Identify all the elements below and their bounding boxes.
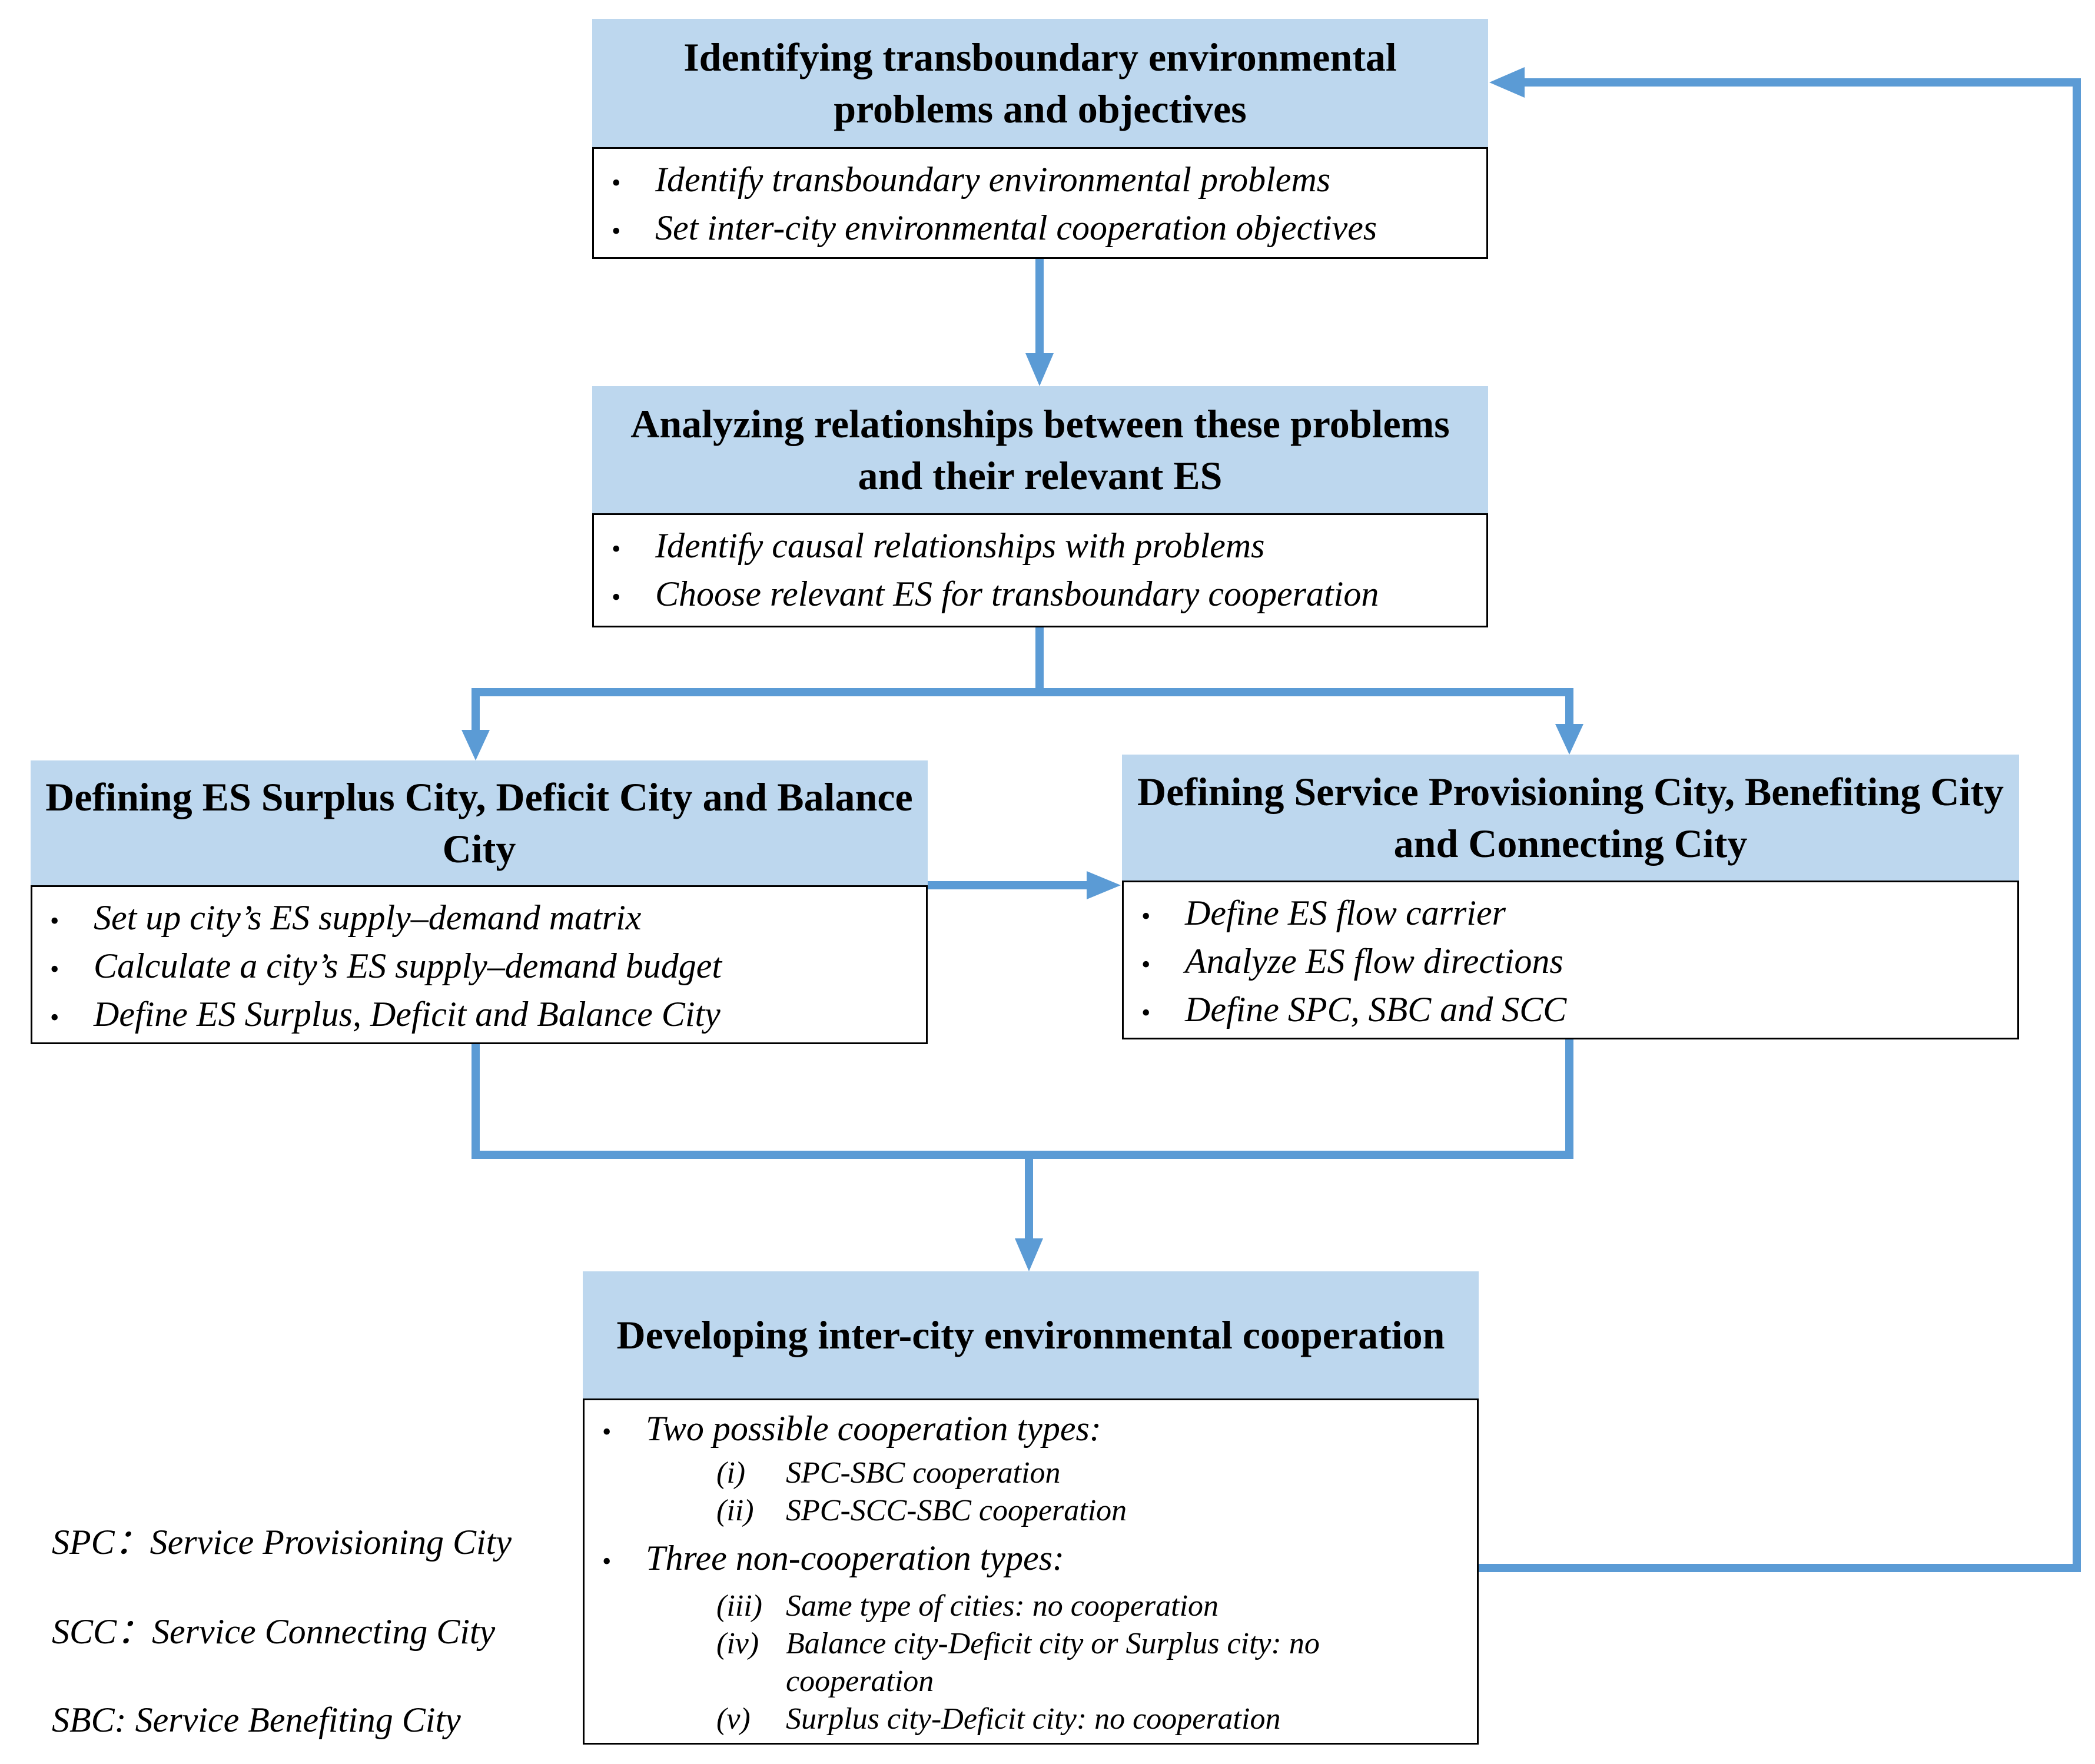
bullet-icon: •: [602, 1547, 612, 1576]
bullet-icon: •: [612, 168, 621, 197]
legend-sbc: SBC: Service Benefiting City: [52, 1700, 461, 1739]
surplus-box-body: • Set up city’s ES supply–demand matrix •…: [31, 885, 928, 1044]
list-item: • Define ES flow carrier: [1141, 891, 2006, 939]
list-item: • Define ES Surplus, Deficit and Balance …: [50, 992, 914, 1040]
sub-list-item: (v) Surplus city-Deficit city: no coopera…: [602, 1700, 1465, 1738]
list-item: • Three non-cooperation types:: [602, 1536, 1465, 1584]
provisioning-item-2: Analyze ES flow directions: [1185, 942, 1563, 981]
sub-item-number: (v): [716, 1702, 751, 1736]
analyze-item-2: Choose relevant ES for transboundary coo…: [655, 574, 1379, 613]
surplus-box-title: Defining ES Surplus City, Deficit City a…: [31, 760, 928, 885]
sub-item-number: (iii): [716, 1589, 762, 1623]
arrowhead-analyze: [1025, 353, 1054, 386]
identify-box-body: • Identify transboundary environmental pr…: [592, 147, 1488, 259]
arrowhead-identify: [1489, 67, 1525, 98]
analyze-box-body: • Identify causal relationships with prob…: [592, 513, 1488, 627]
arrowhead-surplus: [462, 730, 490, 760]
legend-spc: SPC：Service Provisioning City: [52, 1523, 512, 1562]
sub-list-item: (iii) Same type of cities: no cooperation: [602, 1587, 1465, 1625]
surplus-item-1: Set up city’s ES supply–demand matrix: [94, 898, 642, 937]
list-item: • Define SPC, SBC and SCC: [1141, 987, 2006, 1035]
list-item: • Choose relevant ES for transboundary co…: [612, 572, 1475, 620]
cooperation-types-label: Two possible cooperation types:: [646, 1409, 1101, 1448]
identify-item-2: Set inter-city environmental cooperation…: [655, 208, 1377, 247]
sub-item-text: SPC-SCC-SBC cooperation: [786, 1494, 1127, 1527]
sub-list-item: (iv) Balance city-Deficit city or Surplus…: [602, 1625, 1465, 1700]
surplus-item-3: Define ES Surplus, Deficit and Balance C…: [94, 995, 721, 1034]
bullet-icon: •: [50, 1003, 59, 1032]
identify-box: Identifying transboundary environmental …: [592, 19, 1488, 259]
legend-scc: SCC：Service Connecting City: [52, 1612, 496, 1651]
develop-box-body: • Two possible cooperation types: (i) SPC-…: [583, 1398, 1479, 1745]
list-item: • Identify causal relationships with prob…: [612, 523, 1475, 572]
provisioning-item-1: Define ES flow carrier: [1185, 893, 1506, 932]
sub-list-item: (ii) SPC-SCC-SBC cooperation: [602, 1492, 1465, 1530]
bullet-icon: •: [50, 906, 59, 935]
bullet-icon: •: [50, 955, 59, 984]
list-item: • Analyze ES flow directions: [1141, 939, 2006, 987]
provisioning-box-body: • Define ES flow carrier • Analyze ES flow…: [1122, 881, 2019, 1039]
non-cooperation-types-label: Three non-cooperation types:: [646, 1539, 1064, 1577]
identify-box-title: Identifying transboundary environmental …: [592, 19, 1488, 147]
list-item: • Calculate a city’s ES supply–demand bud…: [50, 944, 914, 992]
surplus-box: Defining ES Surplus City, Deficit City a…: [31, 760, 928, 1044]
analyze-item-1: Identify causal relationships with probl…: [655, 526, 1265, 565]
analyze-box: Analyzing relationships between these pr…: [592, 386, 1488, 627]
bullet-icon: •: [612, 583, 621, 612]
provisioning-box: Defining Service Provisioning City, Bene…: [1122, 755, 2019, 1039]
arrow-feedback-loop: [1478, 78, 2081, 1572]
bullet-icon: •: [1141, 998, 1151, 1027]
develop-box: Developing inter-city environmental coop…: [583, 1271, 1479, 1745]
sub-item-number: (i): [716, 1456, 746, 1490]
sub-item-text: Surplus city-Deficit city: no cooperatio…: [786, 1702, 1281, 1736]
arrowhead-provisioning: [1555, 724, 1583, 755]
bullet-icon: •: [612, 534, 621, 563]
analyze-box-title: Analyzing relationships between these pr…: [592, 386, 1488, 513]
sub-item-number: (ii): [716, 1494, 754, 1527]
arrow-analyze-split: [472, 626, 1044, 733]
develop-box-title: Developing inter-city environmental coop…: [583, 1271, 1479, 1398]
sub-list-item: (i) SPC-SBC cooperation: [602, 1454, 1465, 1492]
bullet-icon: •: [612, 217, 621, 245]
provisioning-item-3: Define SPC, SBC and SCC: [1185, 990, 1567, 1029]
sub-item-text: Balance city-Deficit city or Surplus cit…: [786, 1627, 1320, 1698]
sub-item-text: Same type of cities: no cooperation: [786, 1589, 1219, 1623]
bullet-icon: •: [1141, 902, 1151, 931]
identify-item-1: Identify transboundary environmental pro…: [655, 160, 1331, 199]
sub-item-number: (iv): [716, 1627, 759, 1660]
arrowhead-develop: [1015, 1238, 1043, 1271]
sub-item-text: SPC-SBC cooperation: [786, 1456, 1061, 1490]
list-item: • Set up city’s ES supply–demand matrix: [50, 895, 914, 944]
bullet-icon: •: [602, 1417, 612, 1446]
surplus-item-2: Calculate a city’s ES supply–demand budg…: [94, 946, 722, 985]
arrow-analyze-to-provisioning: [1040, 688, 1573, 727]
list-item: • Set inter-city environmental cooperatio…: [612, 205, 1475, 254]
list-item: • Identify transboundary environmental pr…: [612, 157, 1475, 205]
arrowhead-to-provisioning-side: [1087, 871, 1121, 899]
list-item: • Two possible cooperation types:: [602, 1406, 1465, 1454]
arrow-merge-to-develop: [472, 1038, 1573, 1159]
provisioning-box-title: Defining Service Provisioning City, Bene…: [1122, 755, 2019, 881]
bullet-icon: •: [1141, 950, 1151, 979]
